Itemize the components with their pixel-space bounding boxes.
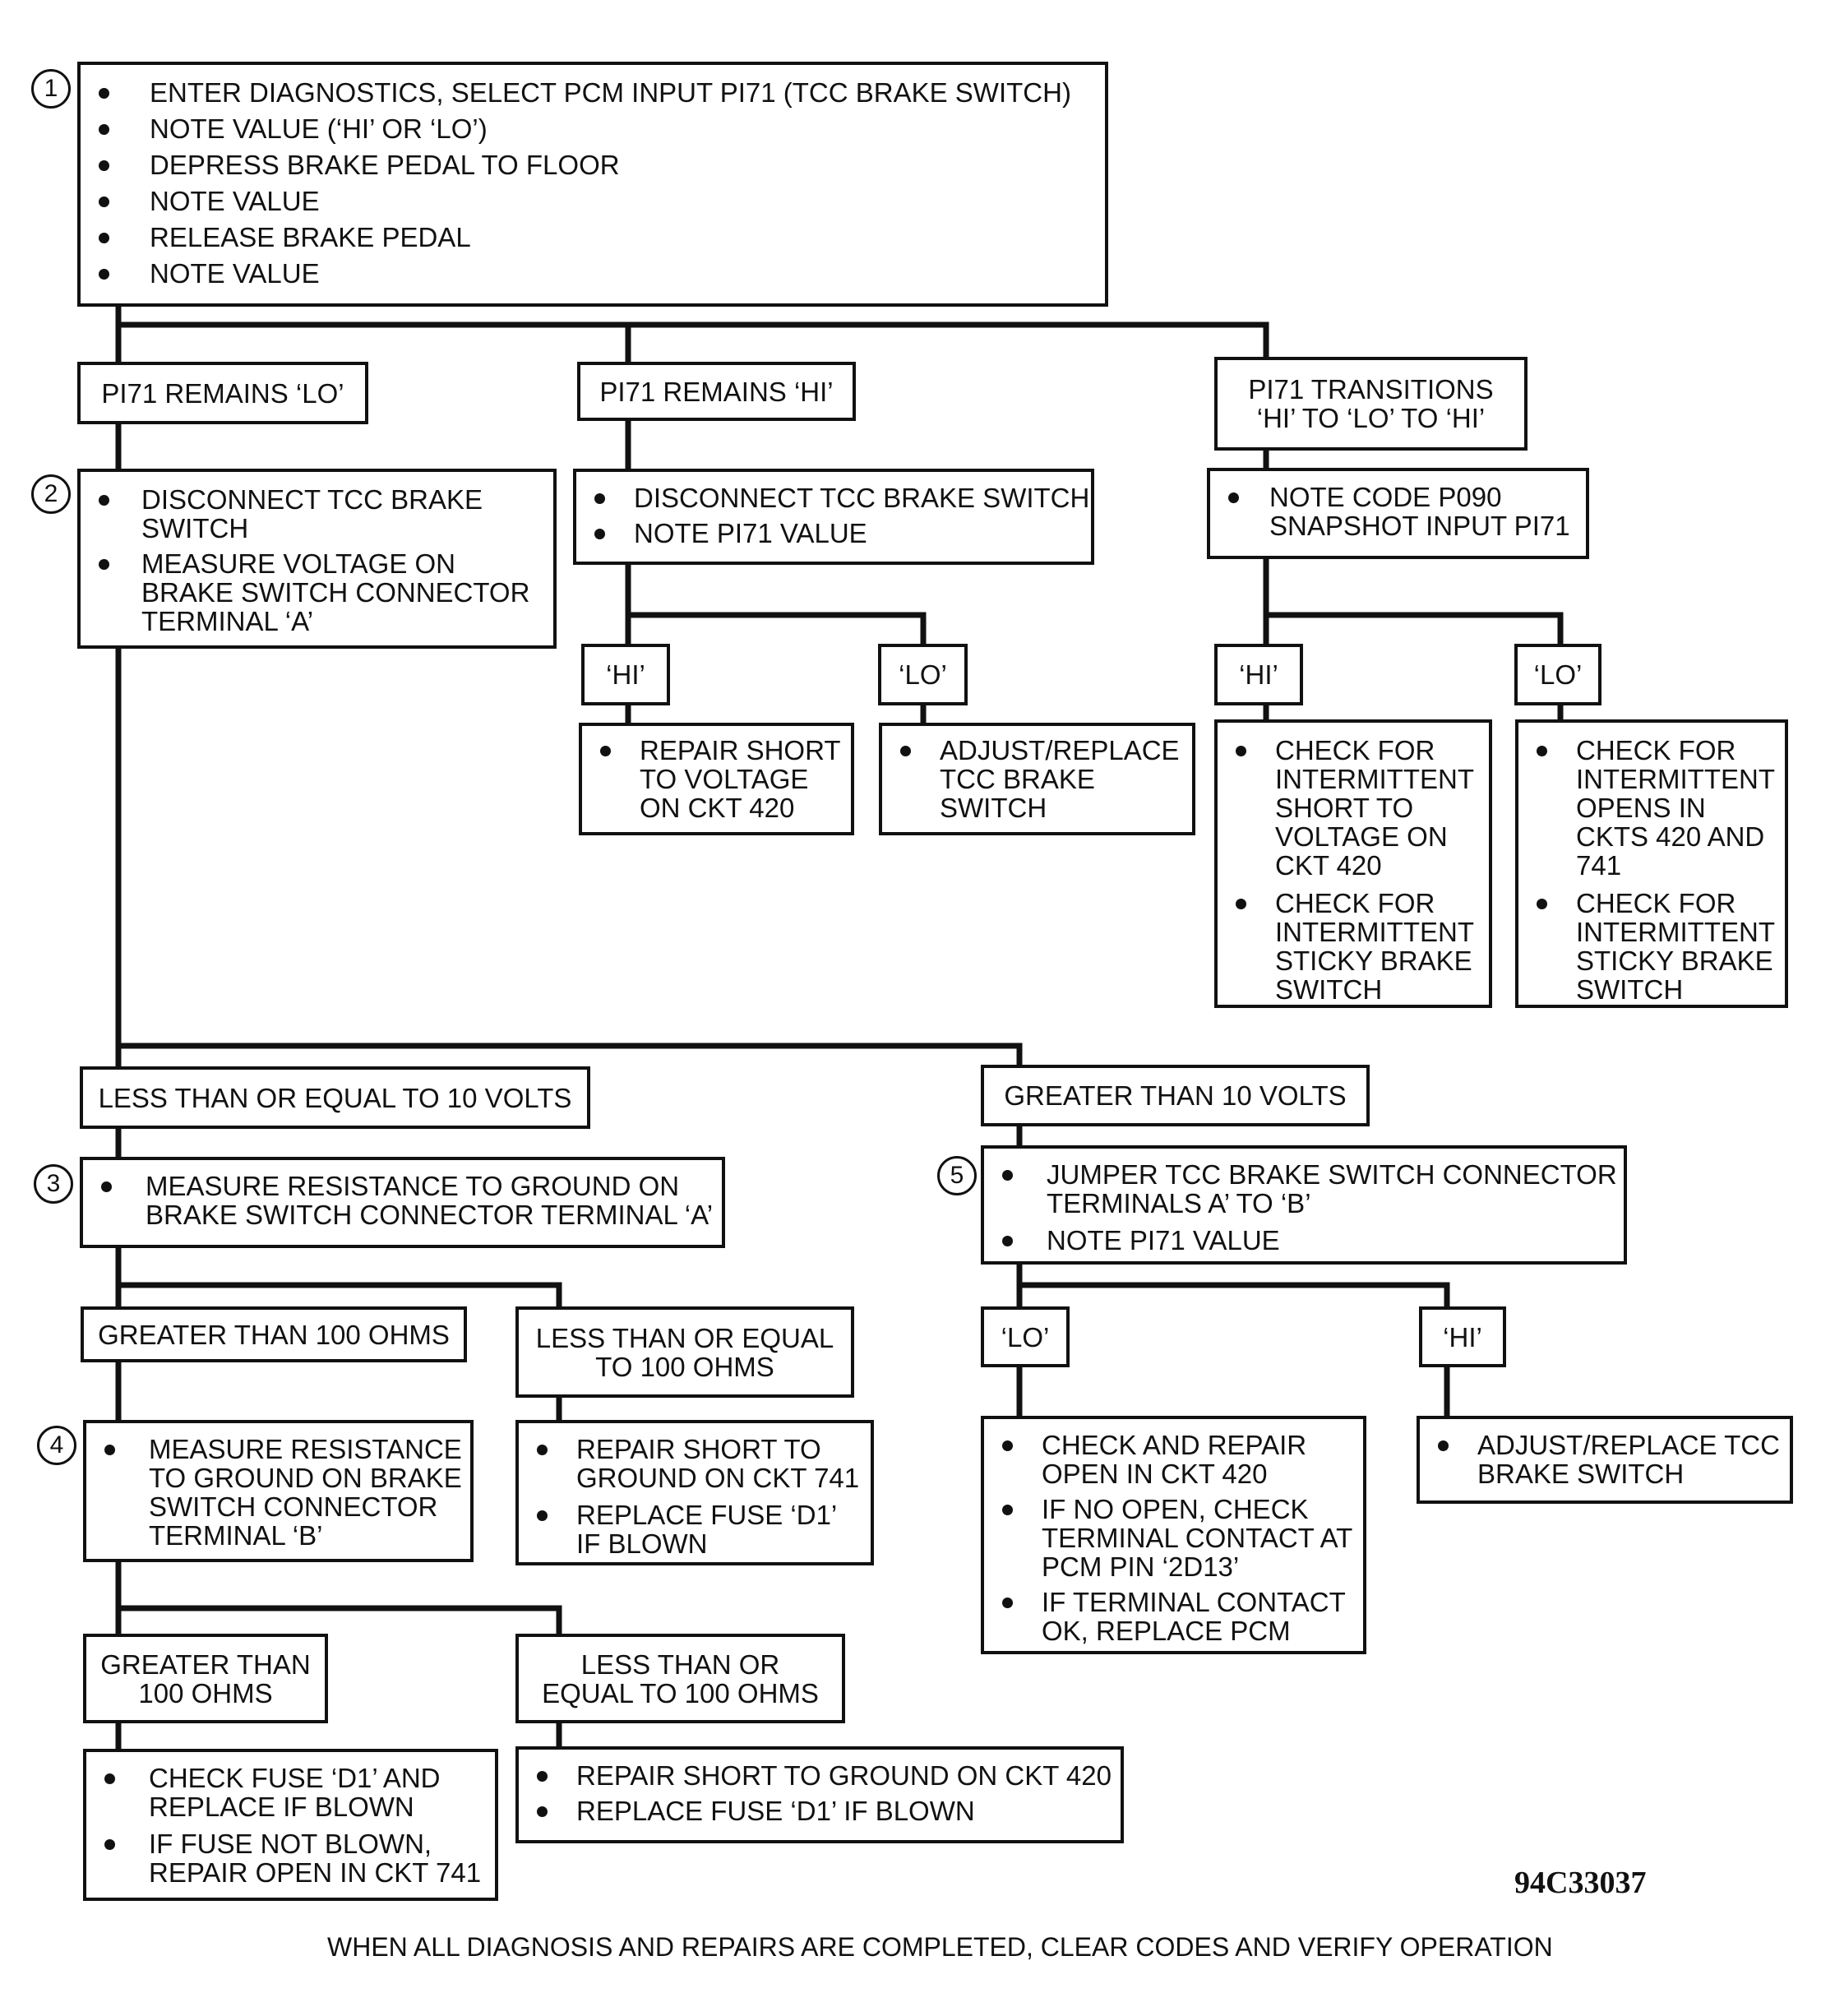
transition-lo-action-list: CHECK FOR INTERMITTENT OPENS IN CKTS 420… xyxy=(1518,736,1785,1004)
step3-box: MEASURE RESISTANCE TO GROUND ON BRAKE SW… xyxy=(80,1157,725,1248)
list-item: DISCONNECT TCC BRAKE SWITCH xyxy=(576,483,1091,512)
list-item: NOTE PI71 VALUE xyxy=(984,1226,1624,1255)
list-item: DISCONNECT TCC BRAKE SWITCH xyxy=(81,485,553,543)
list-item: ADJUST/REPLACE TCC BRAKE SWITCH xyxy=(882,736,1192,822)
ohms-le-100-label-b: LESS THAN OR EQUAL TO 100 OHMS xyxy=(515,1634,845,1723)
list-item: NOTE CODE P090 SNAPSHOT INPUT PI71 xyxy=(1210,483,1586,540)
transition-hi-action-list: CHECK FOR INTERMITTENT SHORT TO VOLTAGE … xyxy=(1218,736,1489,1004)
step3-list: MEASURE RESISTANCE TO GROUND ON BRAKE SW… xyxy=(83,1172,722,1229)
step5-list: JUMPER TCC BRAKE SWITCH CONNECTOR TERMIN… xyxy=(984,1160,1624,1255)
step5-hi-label: ‘HI’ xyxy=(1419,1306,1506,1367)
list-item: IF FUSE NOT BLOWN, REPAIR OPEN IN CKT 74… xyxy=(86,1829,495,1887)
step5-hi-action-box: ADJUST/REPLACE TCC BRAKE SWITCH xyxy=(1417,1416,1793,1504)
hi-branch-lo-action-box: ADJUST/REPLACE TCC BRAKE SWITCH xyxy=(879,723,1195,835)
ohms-le-100-label-a: LESS THAN OR EQUAL TO 100 OHMS xyxy=(515,1306,854,1398)
list-item: REPAIR SHORT TO VOLTAGE ON CKT 420 xyxy=(582,736,851,822)
footer-note: WHEN ALL DIAGNOSIS AND REPAIRS ARE COMPL… xyxy=(327,1932,1553,1962)
transition-branch-box: NOTE CODE P090 SNAPSHOT INPUT PI71 xyxy=(1207,468,1589,559)
step1-list: ENTER DIAGNOSTICS, SELECT PCM INPUT PI71… xyxy=(81,78,1105,288)
branch-label-pi71-transitions: PI71 TRANSITIONS ‘HI’ TO ‘LO’ TO ‘HI’ xyxy=(1214,357,1528,451)
step5-lo-action-box: CHECK AND REPAIR OPEN IN CKT 420 IF NO O… xyxy=(981,1416,1366,1654)
step1-box: ENTER DIAGNOSTICS, SELECT PCM INPUT PI71… xyxy=(77,62,1108,307)
hi-branch-hi-action-list: REPAIR SHORT TO VOLTAGE ON CKT 420 xyxy=(582,736,851,822)
hi-branch-lo-label: ‘LO’ xyxy=(878,644,968,705)
step5-hi-action-list: ADJUST/REPLACE TCC BRAKE SWITCH xyxy=(1420,1431,1790,1488)
transition-branch-list: NOTE CODE P090 SNAPSHOT INPUT PI71 xyxy=(1210,483,1586,540)
list-item: REPLACE FUSE ‘D1’ IF BLOWN xyxy=(519,1796,1121,1825)
branch-label-pi71-lo: PI71 REMAINS ‘LO’ xyxy=(77,362,368,424)
list-item: ADJUST/REPLACE TCC BRAKE SWITCH xyxy=(1420,1431,1790,1488)
step5-lo-label: ‘LO’ xyxy=(981,1306,1070,1367)
list-item: REPLACE FUSE ‘D1’ IF BLOWN xyxy=(519,1500,871,1558)
ohms-gt-100-b-action-list: CHECK FUSE ‘D1’ AND REPLACE IF BLOWN IF … xyxy=(86,1764,495,1887)
step5-box: JUMPER TCC BRAKE SWITCH CONNECTOR TERMIN… xyxy=(981,1145,1627,1265)
step-marker-2: 2 xyxy=(31,474,71,514)
ohms-le-100-a-action-list: REPAIR SHORT TO GROUND ON CKT 741 REPLAC… xyxy=(519,1435,871,1558)
list-item: JUMPER TCC BRAKE SWITCH CONNECTOR TERMIN… xyxy=(984,1160,1624,1218)
step-marker-5: 5 xyxy=(937,1156,977,1195)
ohms-le-100-a-action-box: REPAIR SHORT TO GROUND ON CKT 741 REPLAC… xyxy=(515,1420,874,1565)
hi-branch-hi-action-box: REPAIR SHORT TO VOLTAGE ON CKT 420 xyxy=(579,723,854,835)
ohms-gt-100-label-a: GREATER THAN 100 OHMS xyxy=(81,1306,467,1362)
list-item: DEPRESS BRAKE PEDAL TO FLOOR xyxy=(81,150,1105,179)
step2-box: DISCONNECT TCC BRAKE SWITCH MEASURE VOLT… xyxy=(77,469,557,649)
step5-lo-action-list: CHECK AND REPAIR OPEN IN CKT 420 IF NO O… xyxy=(984,1431,1363,1645)
hi-branch-box: DISCONNECT TCC BRAKE SWITCH NOTE PI71 VA… xyxy=(573,469,1094,565)
branch-label-pi71-hi: PI71 REMAINS ‘HI’ xyxy=(577,362,856,421)
transition-hi-label: ‘HI’ xyxy=(1214,644,1303,705)
transition-lo-action-box: CHECK FOR INTERMITTENT OPENS IN CKTS 420… xyxy=(1515,719,1788,1008)
list-item: MEASURE VOLTAGE ON BRAKE SWITCH CONNECTO… xyxy=(81,549,553,636)
list-item: CHECK AND REPAIR OPEN IN CKT 420 xyxy=(984,1431,1363,1488)
hi-branch-list: DISCONNECT TCC BRAKE SWITCH NOTE PI71 VA… xyxy=(576,483,1091,548)
list-item: CHECK FOR INTERMITTENT STICKY BRAKE SWIT… xyxy=(1218,889,1489,1004)
volts-gt-10-label: GREATER THAN 10 VOLTS xyxy=(981,1065,1370,1126)
list-item: ENTER DIAGNOSTICS, SELECT PCM INPUT PI71… xyxy=(81,78,1105,107)
list-item: CHECK FOR INTERMITTENT SHORT TO VOLTAGE … xyxy=(1218,736,1489,880)
list-item: REPAIR SHORT TO GROUND ON CKT 741 xyxy=(519,1435,871,1492)
ohms-gt-100-b-action-box: CHECK FUSE ‘D1’ AND REPLACE IF BLOWN IF … xyxy=(83,1749,498,1901)
list-item: NOTE VALUE xyxy=(81,259,1105,288)
step-marker-4: 4 xyxy=(37,1426,76,1465)
list-item: NOTE PI71 VALUE xyxy=(576,519,1091,548)
step-marker-3: 3 xyxy=(34,1164,73,1204)
ohms-le-100-b-action-box: REPAIR SHORT TO GROUND ON CKT 420 REPLAC… xyxy=(515,1746,1124,1843)
hi-branch-lo-action-list: ADJUST/REPLACE TCC BRAKE SWITCH xyxy=(882,736,1192,822)
list-item: REPAIR SHORT TO GROUND ON CKT 420 xyxy=(519,1761,1121,1790)
step4-box: MEASURE RESISTANCE TO GROUND ON BRAKE SW… xyxy=(83,1420,474,1562)
list-item: MEASURE RESISTANCE TO GROUND ON BRAKE SW… xyxy=(83,1172,722,1229)
step4-list: MEASURE RESISTANCE TO GROUND ON BRAKE SW… xyxy=(86,1435,470,1550)
ohms-gt-100-label-b: GREATER THAN 100 OHMS xyxy=(83,1634,328,1723)
list-item: NOTE VALUE (‘HI’ OR ‘LO’) xyxy=(81,114,1105,143)
list-item: CHECK FUSE ‘D1’ AND REPLACE IF BLOWN xyxy=(86,1764,495,1821)
list-item: NOTE VALUE xyxy=(81,187,1105,215)
list-item: MEASURE RESISTANCE TO GROUND ON BRAKE SW… xyxy=(86,1435,470,1550)
volts-le-10-label: LESS THAN OR EQUAL TO 10 VOLTS xyxy=(80,1066,590,1129)
step-marker-1: 1 xyxy=(31,69,71,109)
transition-lo-label: ‘LO’ xyxy=(1514,644,1601,705)
list-item: CHECK FOR INTERMITTENT STICKY BRAKE SWIT… xyxy=(1518,889,1785,1004)
transition-hi-action-box: CHECK FOR INTERMITTENT SHORT TO VOLTAGE … xyxy=(1214,719,1492,1008)
step2-list: DISCONNECT TCC BRAKE SWITCH MEASURE VOLT… xyxy=(81,485,553,636)
figure-id: 94C33037 xyxy=(1514,1866,1647,1900)
list-item: IF NO OPEN, CHECK TERMINAL CONTACT AT PC… xyxy=(984,1495,1363,1581)
list-item: IF TERMINAL CONTACT OK, REPLACE PCM xyxy=(984,1588,1363,1645)
ohms-le-100-b-action-list: REPAIR SHORT TO GROUND ON CKT 420 REPLAC… xyxy=(519,1761,1121,1825)
list-item: RELEASE BRAKE PEDAL xyxy=(81,223,1105,252)
hi-branch-hi-label: ‘HI’ xyxy=(581,644,670,705)
list-item: CHECK FOR INTERMITTENT OPENS IN CKTS 420… xyxy=(1518,736,1785,880)
